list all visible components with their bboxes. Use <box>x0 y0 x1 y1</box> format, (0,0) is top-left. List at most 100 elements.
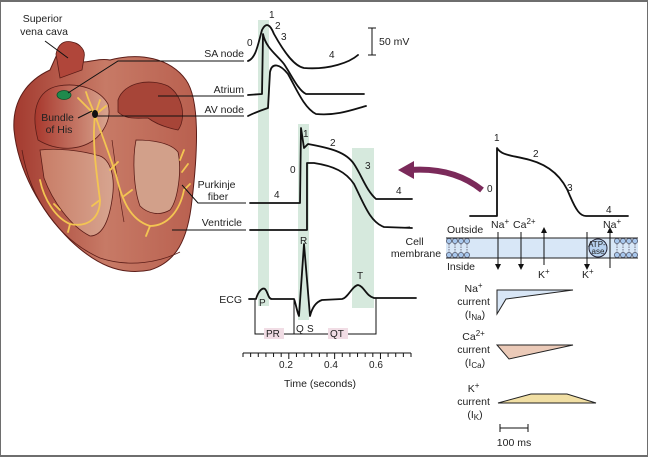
lipid-head <box>626 238 632 244</box>
trace-purkinje <box>249 127 413 204</box>
pr-interval-bg <box>264 328 284 339</box>
pk-phase-2: 2 <box>330 138 336 149</box>
right-ventricle <box>39 148 114 237</box>
lipid-head <box>632 238 638 244</box>
ion-arrowheads <box>495 227 613 270</box>
trace-av-node <box>247 64 367 117</box>
tick-label-0.4: 0.4 <box>324 360 338 371</box>
lipid-head <box>614 238 620 244</box>
k-current-shape <box>497 393 597 404</box>
sa-phase-2: 2 <box>275 21 281 32</box>
superior-vena-cava <box>55 41 85 79</box>
trace-ecg <box>248 243 417 317</box>
label-cell-membrane: Cell membrane <box>391 236 441 260</box>
lipid-head <box>464 252 470 258</box>
label-outside: Outside <box>447 224 483 236</box>
ion-label-ca: Ca2+ <box>513 217 536 231</box>
lipid-bilayer-right <box>614 238 638 258</box>
label-av-node: AV node <box>204 104 244 116</box>
vap-phase-4: 4 <box>606 205 612 216</box>
lipid-head <box>458 252 464 258</box>
label-ca-current: Ca2+ current (ICa) <box>457 327 493 370</box>
band-t-wave <box>352 148 374 308</box>
pk-phase-4-left: 4 <box>274 190 280 201</box>
tick-label-0.6: 0.6 <box>369 360 383 371</box>
voltage-scale-bar <box>368 27 376 56</box>
vap-phase-1: 1 <box>494 133 500 144</box>
label-atrium: Atrium <box>214 84 245 96</box>
lipid-head <box>446 238 452 244</box>
right-atrium <box>34 84 110 149</box>
left-ventricle <box>133 139 180 214</box>
ion-label-k: K+ <box>538 267 550 281</box>
atpase-pump <box>588 238 608 258</box>
lipid-head <box>446 252 452 258</box>
pr-interval-label: PR <box>266 329 280 340</box>
label-inside: Inside <box>447 261 475 273</box>
band-p-wave <box>258 20 269 306</box>
pk-phase-4-right: 4 <box>396 186 402 197</box>
ecg-s: S <box>307 324 314 335</box>
sa-phase-3: 3 <box>281 32 287 43</box>
vap-phase-3: 3 <box>567 183 573 194</box>
ecg-q: Q <box>296 324 304 335</box>
epicardium-line <box>21 149 181 264</box>
label-k-current: K+ current (IK) <box>457 379 493 422</box>
ecg-p: P <box>259 298 266 309</box>
sa-phase-1: 1 <box>269 10 275 21</box>
time-scale-label: 100 ms <box>497 437 531 449</box>
label-bundle-of-his: Bundle of His <box>41 112 77 136</box>
ion-label-k-pump: K+ <box>582 267 594 281</box>
lipid-head <box>614 252 620 258</box>
pk-phase-0: 0 <box>290 165 296 176</box>
ca-current-shape <box>495 344 574 360</box>
curved-arrow-head <box>398 161 414 179</box>
qt-interval-bg <box>328 328 348 339</box>
leader-sa-node <box>67 60 244 94</box>
lipid-head <box>458 238 464 244</box>
lipid-head <box>620 238 626 244</box>
na-current-shape <box>496 289 574 316</box>
tick-label-0.2: 0.2 <box>279 360 293 371</box>
qt-interval-label: QT <box>330 329 344 340</box>
pk-phase-1: 1 <box>303 129 309 140</box>
lipid-head <box>626 252 632 258</box>
lipid-head <box>632 252 638 258</box>
trace-atrium <box>247 33 365 96</box>
leader-cell-membrane <box>399 226 411 229</box>
time-axis <box>242 352 412 359</box>
lipid-head <box>452 238 458 244</box>
leader-purkinje <box>181 184 246 204</box>
leader-svc <box>44 40 69 59</box>
scale-bar-label: 50 mV <box>379 36 409 48</box>
trace-ventricle <box>249 162 413 231</box>
time-scale-bar <box>499 424 529 432</box>
lipid-head <box>464 238 470 244</box>
trace-ventricular-ap <box>469 147 629 217</box>
ecg-r: R <box>300 236 307 247</box>
time-axis-title: Time (seconds) <box>284 378 356 390</box>
membrane-band <box>446 237 638 259</box>
left-atrium <box>117 81 183 131</box>
ion-flux-arrows <box>497 231 611 268</box>
atpase-label: ATP- ase <box>588 240 608 256</box>
sa-phase-0: 0 <box>247 38 253 49</box>
lipid-head <box>452 252 458 258</box>
sa-node-marker <box>56 90 72 100</box>
vap-phase-2: 2 <box>533 149 539 160</box>
trace-sa-node <box>247 24 359 70</box>
ion-label-na-pump: Na+ <box>603 217 621 231</box>
lipid-head <box>620 252 626 258</box>
curved-arrow <box>409 166 484 193</box>
leader-bundle <box>77 110 93 119</box>
sa-phase-4: 4 <box>329 50 335 61</box>
pk-phase-3: 3 <box>365 161 371 172</box>
ecg-t: T <box>357 271 363 282</box>
label-sa-node: SA node <box>204 48 244 60</box>
vap-phase-0: 0 <box>487 184 493 195</box>
label-ventricle: Ventricle <box>202 217 242 229</box>
label-superior-vena-cava: Superior vena cava <box>20 13 68 38</box>
ion-label-na: Na+ <box>491 217 509 231</box>
